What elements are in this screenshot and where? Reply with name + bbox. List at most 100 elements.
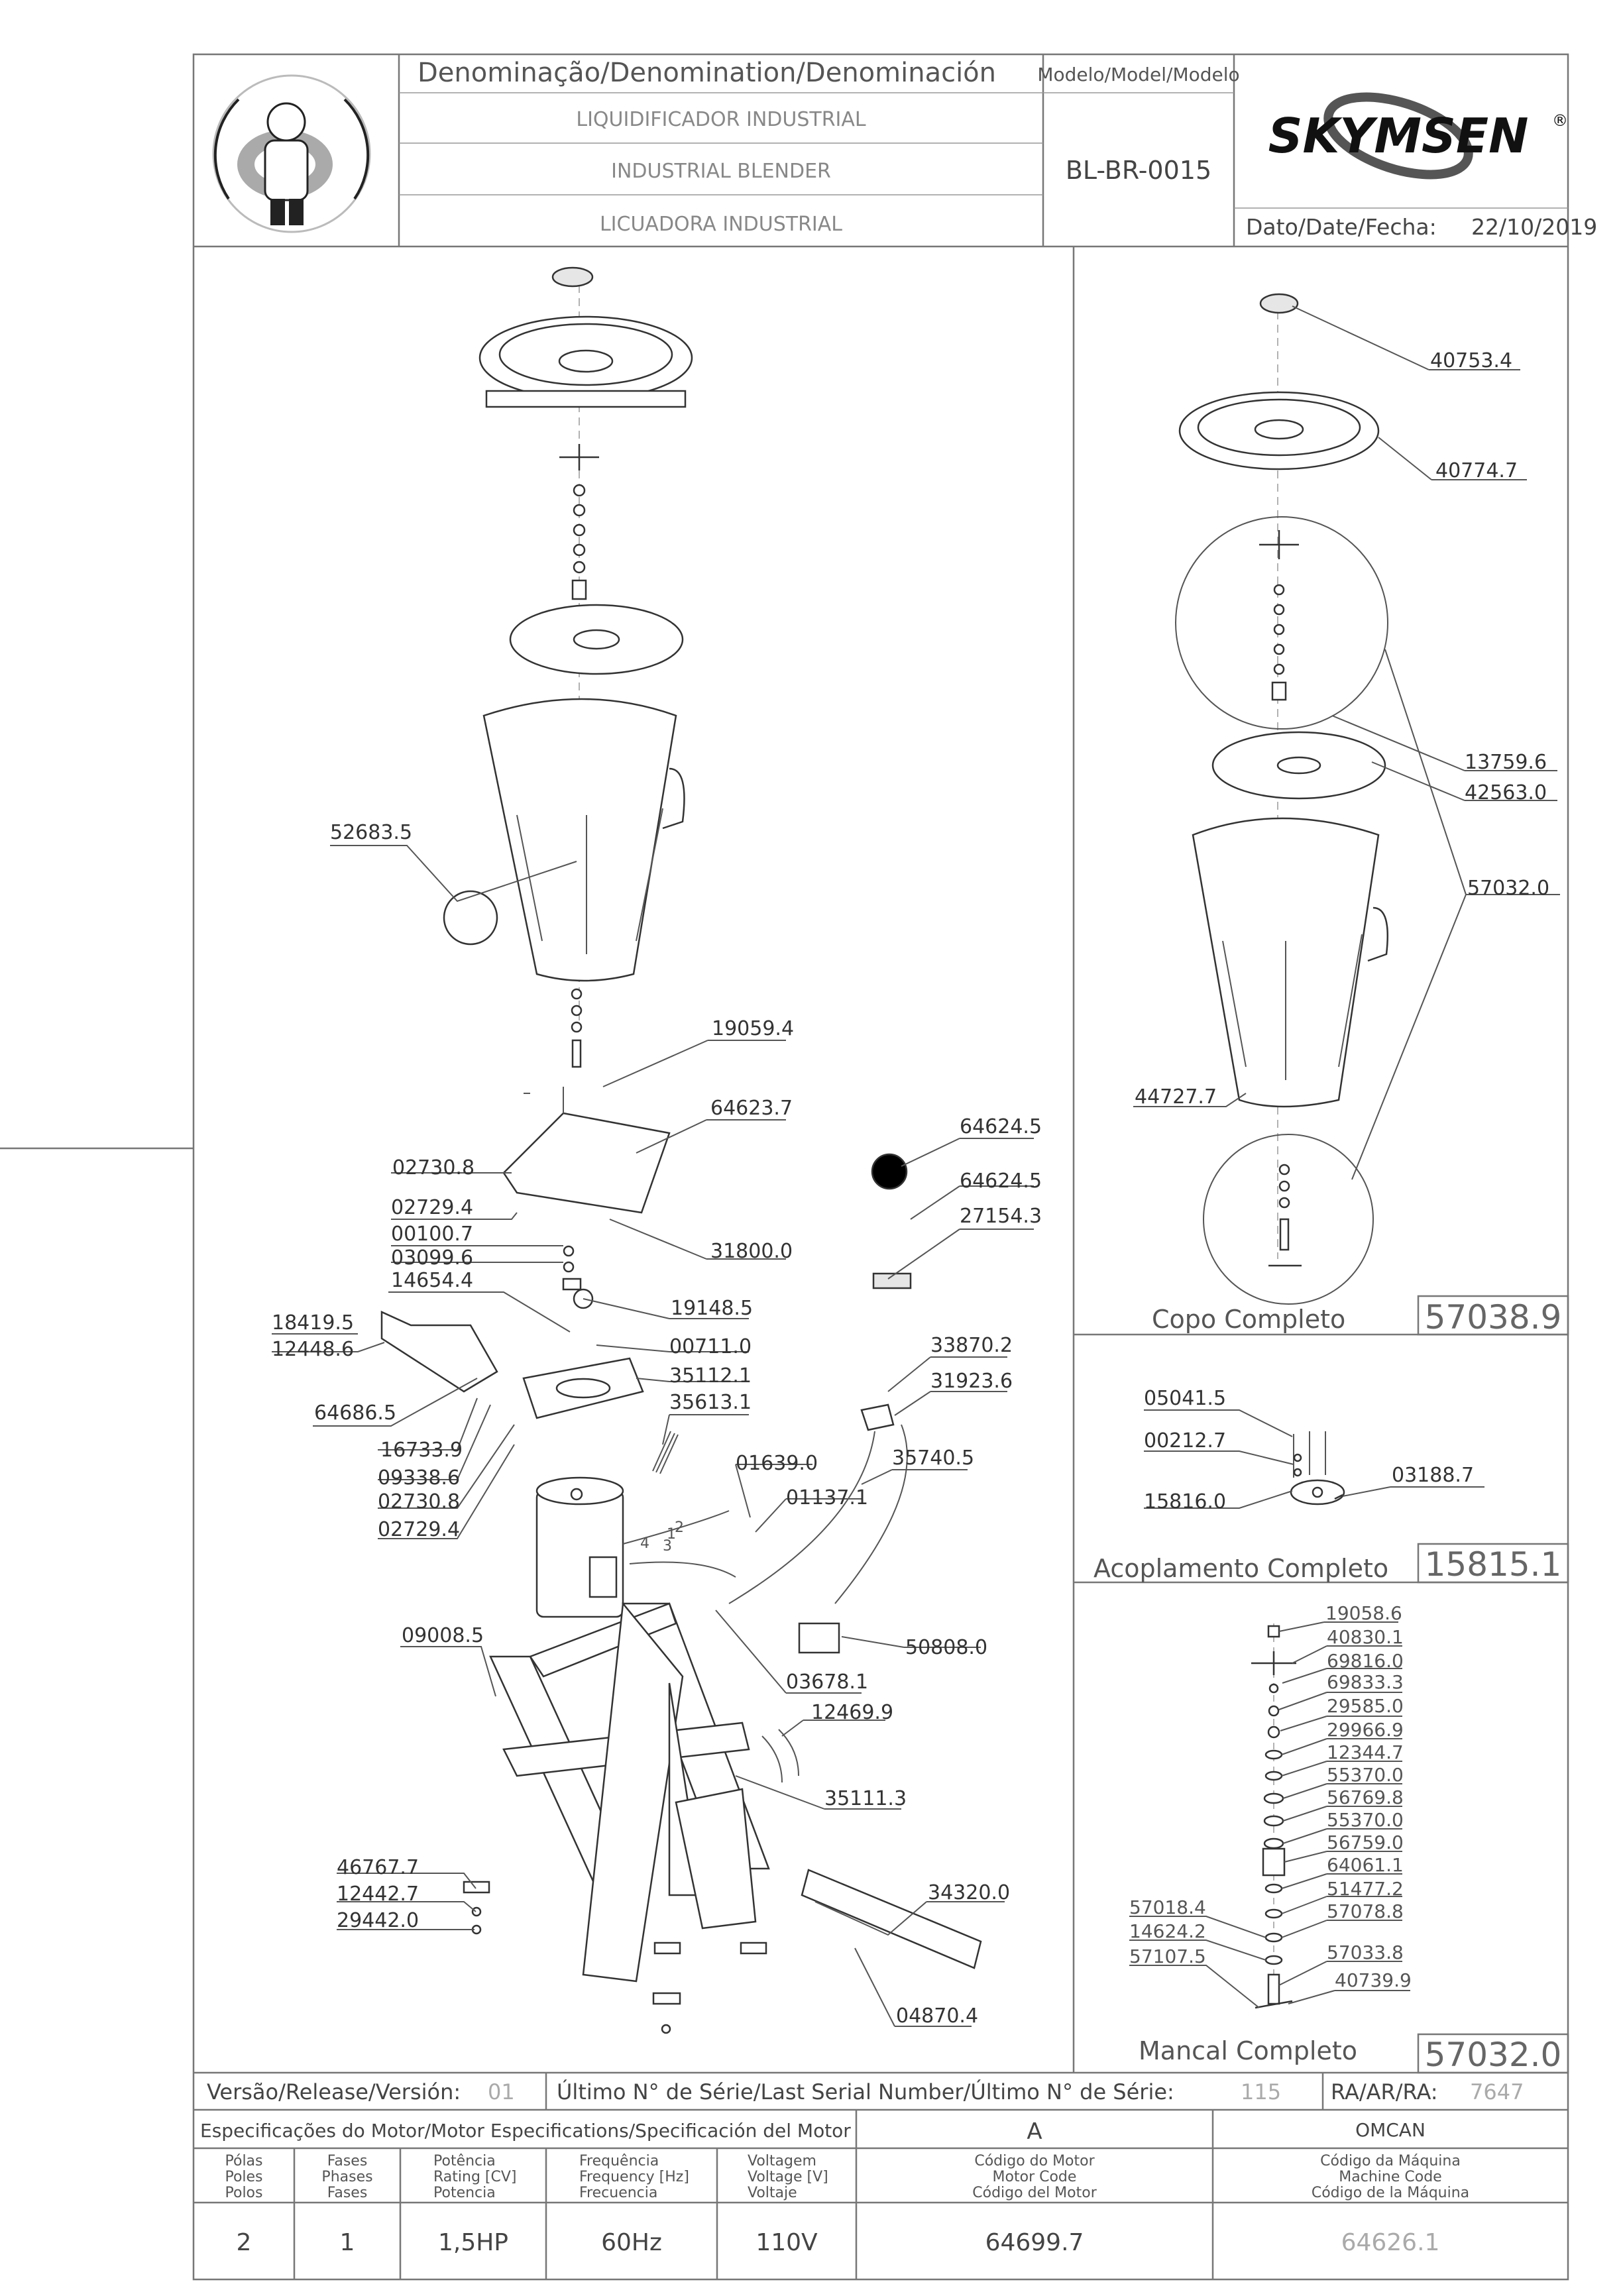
mancal-completo-panel: 19058.6 40830.1 69816.0 69833.3 29585.0 … [1129,1602,1561,2074]
serial-label: Último N° de Série/Last Serial Number/Úl… [557,2079,1174,2105]
label-03099: 03099.6 [391,1246,473,1270]
copo-label-40774: 40774.7 [1435,459,1518,482]
hdr-motor-code-en: Motor Code [993,2169,1077,2185]
hdr-voltage-pt: Voltagem [748,2153,816,2169]
mancal-label-55370-b: 55370.0 [1327,1809,1404,1831]
label-16733: 16733.9 [380,1439,463,1462]
motor-code-letter: A [1027,2118,1042,2145]
wire-2: 2 [675,1519,684,1536]
hdr-motor-code-pt: Código do Motor [974,2153,1095,2169]
label-33870: 33870.2 [930,1334,1013,1357]
hdr-frequency-en: Frequency [Hz] [579,2169,689,2185]
mancal-label-14624: 14624.2 [1129,1920,1206,1942]
val-machine-code: 64626.1 [1341,2229,1440,2256]
val-phases: 1 [340,2229,355,2256]
mancal-label-56759: 56759.0 [1327,1831,1404,1853]
leader-lines [272,845,1034,2027]
hdr-frequency-pt: Frequência [579,2153,659,2169]
label-12442: 12442.7 [337,1883,419,1906]
mancal-label-64061: 64061.1 [1327,1854,1404,1876]
mancal-label-69816: 69816.0 [1327,1650,1404,1672]
hdr-rating-pt: Potência [433,2153,496,2169]
wire-3: 3 [663,1538,672,1555]
version-value: 01 [488,2079,515,2105]
copo-label-42563: 42563.0 [1465,781,1547,804]
hdr-rating-en: Rating [CV] [433,2169,517,2185]
hdr-motor-code-es: Código del Motor [972,2185,1097,2201]
val-motor-code: 64699.7 [985,2229,1084,2256]
mancal-label-57107: 57107.5 [1129,1945,1206,1967]
hdr-machine-code-pt: Código da Máquina [1320,2153,1461,2169]
hdr-voltage-en: Voltage [V] [748,2169,828,2185]
copo-label-40753: 40753.4 [1430,349,1512,372]
ra-value: 7647 [1470,2079,1524,2105]
wire-4: 4 [640,1535,649,1552]
hdr-phases-pt: Fases [327,2153,368,2169]
copo-title: Copo Completo [1152,1305,1345,1334]
motor-specs-title: Especificações do Motor/Motor Especifica… [200,2120,851,2142]
copo-label-44727: 44727.7 [1135,1085,1217,1109]
val-frequency: 60Hz [601,2229,662,2256]
hdr-poles-en: Poles [225,2169,262,2185]
label-19148: 19148.5 [671,1297,753,1320]
label-00100: 00100.7 [391,1223,473,1246]
copo-code: 57038.9 [1425,1298,1562,1337]
black-circle-part [871,1153,908,1190]
label-14654: 14654.4 [391,1269,473,1292]
name-pt: LIQUIDIFICADOR INDUSTRIAL [576,108,866,131]
mancal-label-51477: 51477.2 [1327,1878,1404,1900]
mancal-label-40830: 40830.1 [1327,1626,1404,1648]
label-04870: 04870.4 [896,2004,978,2028]
label-01639: 01639.0 [736,1452,818,1475]
mancal-label-56769: 56769.8 [1327,1786,1404,1808]
mancal-label-19058: 19058.6 [1325,1602,1402,1624]
date-value: 22/10/2019 [1471,214,1597,240]
label-35111: 35111.3 [824,1787,907,1810]
brand-mark: ® [1552,111,1568,130]
label-09338: 09338.6 [378,1466,460,1490]
copo-label-57032: 57032.0 [1467,877,1549,900]
acoplamento-label-00212: 00212.7 [1144,1429,1226,1452]
acoplamento-label-05041: 05041.5 [1144,1387,1226,1410]
label-12448: 12448.6 [272,1338,354,1361]
hdr-voltage-es: Voltaje [748,2185,797,2201]
label-64623: 64623.7 [710,1097,793,1120]
label-64686: 64686.5 [314,1401,396,1425]
motor-specs-table: Especificações do Motor/Motor Especifica… [200,2118,1469,2256]
label-12469: 12469.9 [811,1701,893,1724]
brand-name: SKYMSEN [1268,108,1529,164]
hdr-rating-es: Potencia [433,2185,496,2201]
hdr-machine-code-en: Machine Code [1339,2169,1441,2185]
label-35740: 35740.5 [892,1447,974,1470]
main-exploded-view [380,266,982,2034]
mancal-code: 57032.0 [1425,2036,1562,2074]
label-01137: 01137.1 [786,1486,868,1509]
hdr-frequency-es: Frecuencia [579,2185,657,2201]
version-label: Versão/Release/Versión: [207,2079,461,2105]
model-value: BL-BR-0015 [1066,156,1211,185]
label-31800: 31800.0 [710,1240,793,1263]
model-label: Modelo/Model/Modelo [1037,64,1239,85]
label-35112: 35112.1 [669,1364,752,1388]
label-64624-a: 64624.5 [960,1115,1042,1138]
name-en: INDUSTRIAL BLENDER [611,160,831,183]
acoplamento-label-15816: 15816.0 [1144,1490,1226,1513]
acoplamento-code: 15815.1 [1425,1545,1562,1584]
mancal-label-69833: 69833.3 [1327,1671,1404,1693]
sheet-border [192,53,1569,2281]
mancal-label-55370-a: 55370.0 [1327,1764,1404,1786]
authorized-service-badge [212,74,371,233]
denomination-label: Denominação/Denomination/Denominación [418,58,996,88]
label-03678: 03678.1 [786,1670,868,1694]
label-46767: 46767.7 [337,1856,419,1879]
skymsen-logo: SKYMSEN ® [1268,92,1568,180]
label-35613: 35613.1 [669,1391,752,1414]
hdr-phases-es: Fases [327,2185,368,2201]
label-02729-a: 02729.4 [391,1196,473,1219]
mancal-title: Mancal Completo [1139,2036,1357,2065]
label-02729-b: 02729.4 [378,1518,460,1541]
label-27154: 27154.3 [960,1205,1042,1228]
label-02730-a: 02730.8 [392,1156,475,1179]
label-09008: 09008.5 [402,1624,484,1647]
